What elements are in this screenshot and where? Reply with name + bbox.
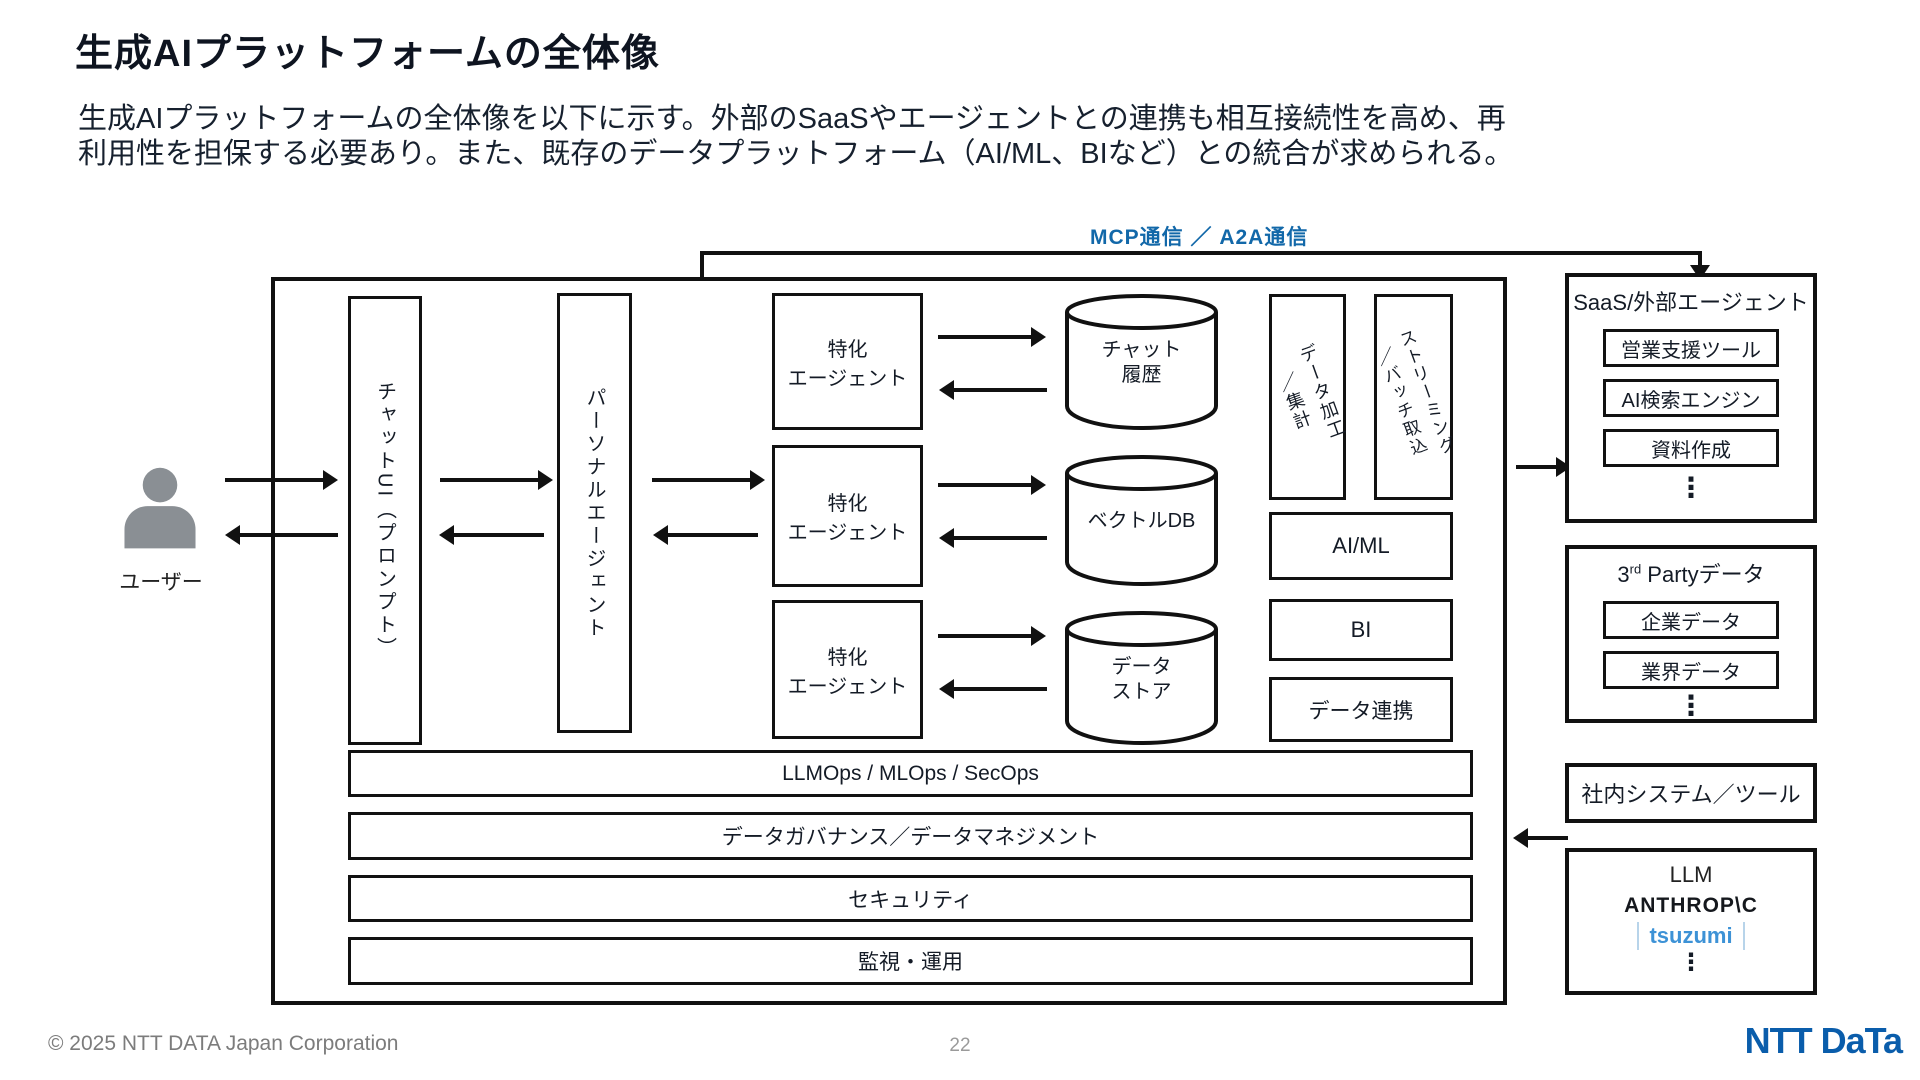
arrow-internal-to-platform-icon <box>1513 828 1568 848</box>
streaming-batch-box: ストリーミング ／バッチ取込 <box>1372 294 1458 500</box>
slide-description: 生成AIプラットフォームの全体像を以下に示す。外部のSaaSやエージェントとの連… <box>78 103 1514 171</box>
specialized-agent-label: 特化 エージェント <box>787 493 908 544</box>
mcp-connector-line <box>702 251 1702 255</box>
vertical-ellipsis-icon: ⋮ <box>1679 949 1703 976</box>
arrow-personal-to-chat-icon <box>439 525 544 545</box>
ntt-data-logo: NTT DaTa <box>1744 1020 1903 1061</box>
llm-vendor-anthropic-logo: ANTHROP\C <box>1624 894 1758 917</box>
user-person-icon <box>124 467 196 549</box>
copyright-text: © 2025 NTT DATA Japan Corporation <box>48 1032 399 1055</box>
specialized-agent-label: 特化 エージェント <box>787 338 908 390</box>
cylinder-icon <box>1065 455 1218 587</box>
saas-item-doc-creation: 資料作成 <box>1603 429 1779 467</box>
page-title: 生成AIプラットフォームの全体像 <box>75 33 660 75</box>
arrow-store-to-agent-icon <box>939 679 1047 699</box>
arrow-user-to-chat-icon <box>225 470 338 490</box>
chat-ui-label: チャットUI（プロンプト） <box>373 381 396 660</box>
ai-ml-box: AI/ML <box>1269 512 1453 580</box>
specialized-agent-box: 特化 エージェント <box>772 445 923 587</box>
specialized-agent-box: 特化 エージェント <box>772 600 923 739</box>
arrow-platform-to-saas-icon <box>1516 457 1571 477</box>
datastore-cylinder-vector-db: ベクトルDB <box>1063 451 1220 588</box>
foundation-bar-governance: データガバナンス／データマネジメント <box>348 812 1473 860</box>
third-party-title-base: 3 <box>1617 562 1630 587</box>
saas-item-sales-support: 営業支援ツール <box>1603 329 1779 367</box>
saas-item-label: 資料作成 <box>1651 439 1731 462</box>
datastore-cylinder-chat-history: チャット 履歴 <box>1063 290 1220 432</box>
data-processing-box: データ加工 ／集計 <box>1269 294 1348 500</box>
specialized-agent-label: 特化 エージェント <box>787 646 908 698</box>
bi-label: BI <box>1350 617 1372 642</box>
saas-item-ai-search: AI検索エンジン <box>1603 379 1779 417</box>
third-party-title-sup: rd <box>1629 561 1642 577</box>
foundation-bar-label: セキュリティ <box>848 888 973 912</box>
datastore-label: ベクトルDB <box>1087 509 1196 532</box>
saas-external-agents-box: SaaS/外部エージェント 営業支援ツール AI検索エンジン 資料作成 ⋮ <box>1565 273 1817 523</box>
third-party-data-box: 3rd Partyデータ 企業データ 業界データ ⋮ <box>1565 545 1817 723</box>
internal-systems-label: 社内システム／ツール <box>1581 782 1801 807</box>
saas-box-title: SaaS/外部エージェント <box>1573 290 1809 315</box>
arrow-store-to-agent-icon <box>939 528 1047 548</box>
saas-item-label: AI検索エンジン <box>1621 389 1761 412</box>
arrow-agent-to-store-icon <box>938 327 1046 347</box>
personal-agent-label: パーソナルエージェント <box>583 386 605 640</box>
ai-ml-label: AI/ML <box>1332 533 1390 558</box>
foundation-bar-label: データガバナンス／データマネジメント <box>721 826 1100 849</box>
vertical-ellipsis-icon: ⋮ <box>1677 472 1705 503</box>
foundation-bar-security: セキュリティ <box>348 875 1473 922</box>
cylinder-icon <box>1065 294 1218 431</box>
third-party-item-corporate: 企業データ <box>1603 601 1779 639</box>
user-label: ユーザー <box>119 571 203 594</box>
arrow-store-to-agent-icon <box>939 380 1047 400</box>
datastore-cylinder-data-store: データ ストア <box>1063 607 1220 747</box>
page-number: 22 <box>949 1035 971 1056</box>
streaming-batch-label: ストリーミング ／バッチ取込 <box>1372 326 1459 459</box>
arrow-chat-to-personal-icon <box>440 470 553 490</box>
arrow-agent-to-personal-icon <box>653 525 758 545</box>
datastore-label: データ ストア <box>1111 655 1172 703</box>
third-party-title-rest: Partyデータ <box>1641 562 1765 587</box>
foundation-bar-llmops: LLMOps / MLOps / SecOps <box>348 750 1473 797</box>
vertical-ellipsis-icon: ⋮ <box>1677 690 1705 721</box>
chat-ui-box: チャットUI（プロンプト） <box>348 296 422 745</box>
third-party-title: 3rd Partyデータ <box>1617 557 1764 589</box>
data-processing-label: データ加工 ／集計 <box>1274 341 1348 443</box>
saas-item-label: 営業支援ツール <box>1621 339 1761 362</box>
data-linkage-box: データ連携 <box>1269 677 1453 742</box>
internal-systems-box: 社内システム／ツール <box>1565 763 1817 823</box>
mcp-arrow-down-right-icon <box>1698 251 1702 267</box>
foundation-bar-label: 監視・運用 <box>858 951 963 974</box>
arrow-chat-to-user-icon <box>225 525 338 545</box>
bi-box: BI <box>1269 599 1453 661</box>
data-linkage-label: データ連携 <box>1308 699 1414 723</box>
arrow-agent-to-store-icon <box>938 475 1046 495</box>
cylinder-icon <box>1065 611 1218 746</box>
third-party-item-label: 企業データ <box>1641 611 1741 634</box>
foundation-bar-label: LLMOps / MLOps / SecOps <box>782 761 1039 785</box>
llm-vendor-tsuzumi-logo: tsuzumi <box>1637 922 1745 950</box>
llm-title: LLM <box>1669 862 1713 887</box>
foundation-bar-monitoring: 監視・運用 <box>348 937 1473 985</box>
third-party-item-industry: 業界データ <box>1603 651 1779 689</box>
third-party-item-label: 業界データ <box>1641 661 1741 684</box>
arrow-agent-to-store-icon <box>938 626 1046 646</box>
mcp-a2a-connector-label: MCP通信 ／ A2A通信 <box>1090 226 1309 249</box>
llm-box: LLM ANTHROP\C tsuzumi ⋮ <box>1565 848 1817 995</box>
specialized-agent-box: 特化 エージェント <box>772 293 923 430</box>
personal-agent-box: パーソナルエージェント <box>557 293 632 733</box>
datastore-label: チャット 履歴 <box>1101 339 1182 387</box>
mcp-arrow-down-left-icon <box>700 251 704 285</box>
arrow-personal-to-agent-icon <box>652 470 765 490</box>
